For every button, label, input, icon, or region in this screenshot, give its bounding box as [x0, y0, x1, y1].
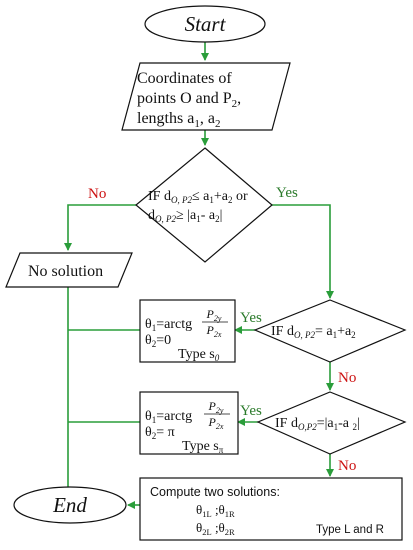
- result2-line2: θ2= π: [145, 425, 175, 441]
- result1-frac-num: P2y: [206, 307, 222, 323]
- result1-node: θ1=arctg P2y P2x θ2=0 Type s0: [139, 299, 236, 363]
- result2-line1: θ1=arctg: [145, 409, 192, 425]
- decision1-line1: IF dO, P2≤ a1+a2 or: [148, 189, 248, 205]
- arrow-decision1-no: [64, 204, 136, 251]
- compute-node: Compute two solutions: θ1L ;θ1R θ2L ;θ2R…: [139, 477, 403, 541]
- end-node: End: [13, 486, 127, 524]
- result1-line1: θ1=arctg: [145, 317, 192, 333]
- start-label: Start: [185, 12, 227, 36]
- arrow-decision1-yes: [272, 204, 334, 299]
- result1-type: Type s0: [178, 347, 220, 363]
- result2-frac-num: P2y: [208, 399, 224, 415]
- decision2-yes-label: Yes: [240, 310, 262, 326]
- decision2-node: IF dO, P2= a1+a2: [253, 299, 407, 363]
- decision3-yes-label: Yes: [240, 403, 262, 419]
- end-label: End: [52, 493, 87, 517]
- decision2-label: IF dO, P2= a1+a2: [271, 324, 356, 340]
- input-node: Coordinates of points O and P2, lengths …: [121, 62, 291, 131]
- result1-line2: θ2=0: [145, 333, 171, 349]
- result2-type: Type sπ: [182, 439, 224, 455]
- decision1-yes-label: Yes: [276, 185, 298, 201]
- compute-line1: θ1L ;θ1R: [196, 502, 235, 519]
- decision3-no-label: No: [338, 458, 356, 474]
- input-line2: points O and P2,: [137, 90, 241, 110]
- result2-frac-den: P2x: [208, 415, 224, 431]
- decision1-node: IF dO, P2≤ a1+a2 or dO, P2≥ |a1- a2|: [135, 147, 273, 263]
- compute-title: Compute two solutions:: [150, 485, 280, 499]
- result1-frac-den: P2x: [206, 323, 222, 339]
- input-line1: Coordinates of: [137, 70, 232, 87]
- result2-node: θ1=arctg P2y P2x θ2= π Type sπ: [139, 391, 239, 455]
- no-solution-label: No solution: [28, 263, 103, 280]
- start-node: Start: [144, 5, 266, 43]
- decision2-no-label: No: [338, 370, 356, 386]
- decision3-node: IF dO,P2=|a1-a 2|: [256, 391, 407, 455]
- compute-line2: θ2L ;θ2R: [196, 520, 235, 537]
- decision1-line2: dO, P2≥ |a1- a2|: [148, 208, 222, 224]
- compute-type: Type L and R: [316, 524, 384, 536]
- decision1-no-label: No: [88, 186, 106, 202]
- decision3-label: IF dO,P2=|a1-a 2|: [275, 416, 360, 432]
- input-line3: lengths a1, a2: [137, 110, 220, 130]
- no-solution-node: No solution: [5, 252, 133, 288]
